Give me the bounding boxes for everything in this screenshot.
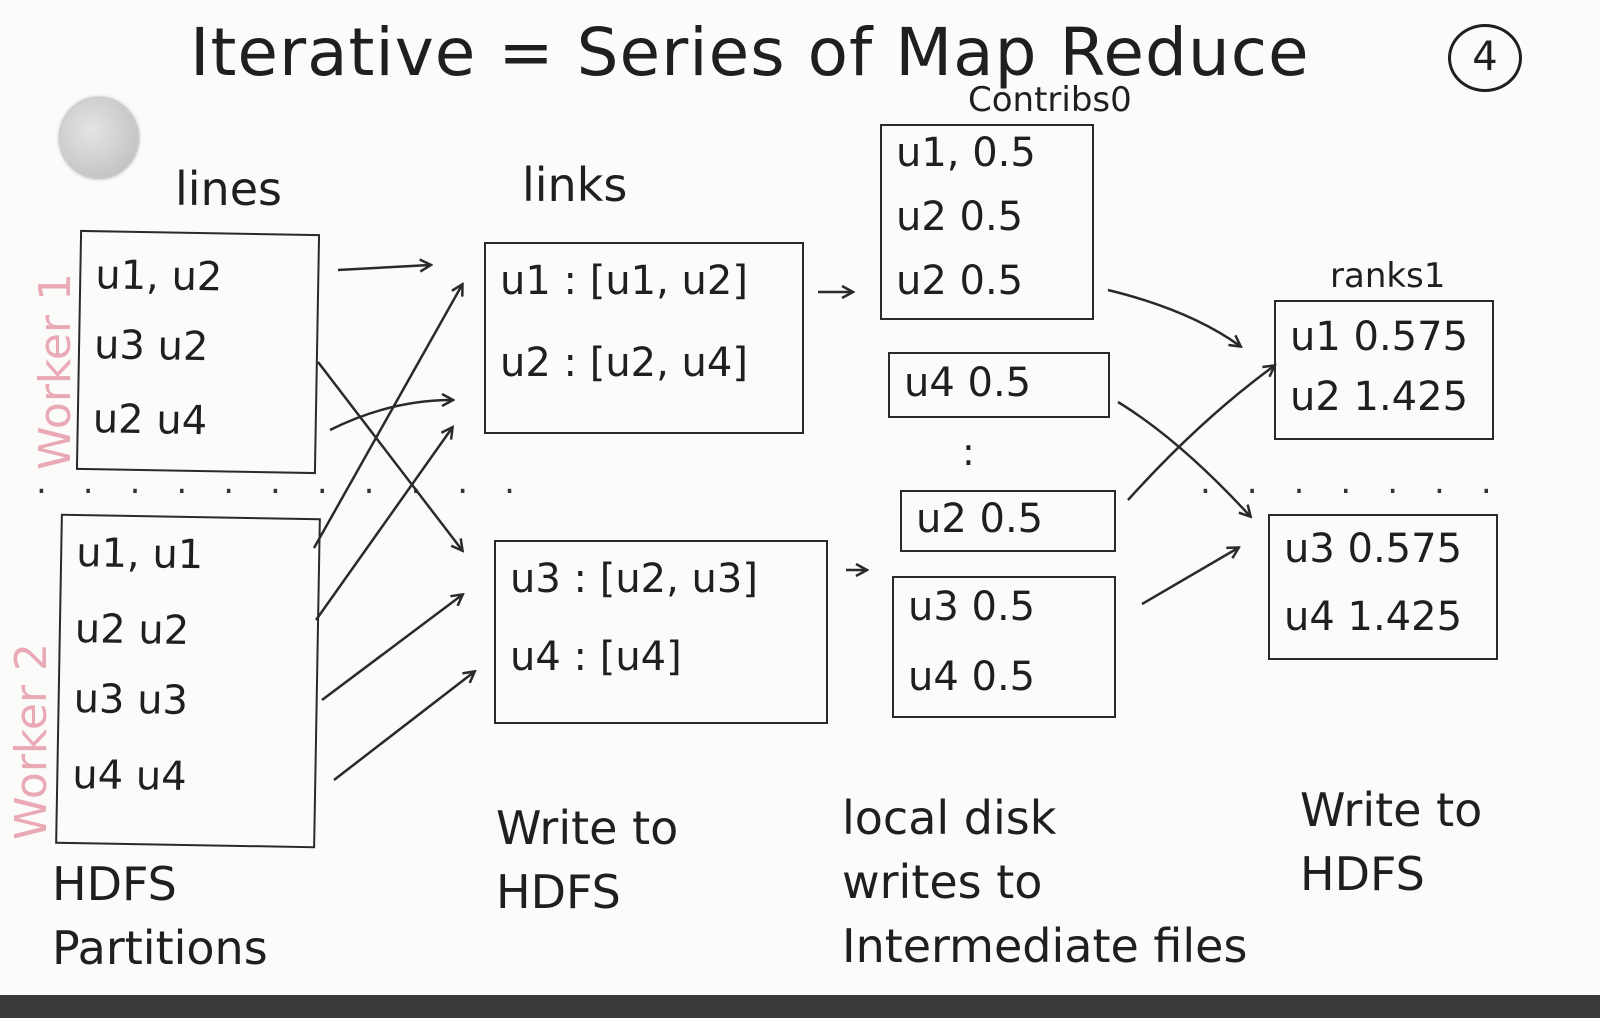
arrow	[321, 595, 462, 701]
ranks-partition-1: u1 0.575 u2 1.425	[1274, 300, 1494, 440]
arrow	[1141, 548, 1238, 606]
footer-line: HDFS	[52, 857, 177, 911]
contribs-row: u3 0.5	[908, 584, 1036, 630]
arrow	[317, 361, 462, 550]
footer-line: Write to	[1300, 783, 1483, 837]
ellipsis: :	[962, 430, 975, 474]
footer-ranks: Write to HDFS	[1300, 778, 1482, 906]
contribs-row: u2 0.5	[896, 194, 1024, 240]
worker-separator-right: .......	[1200, 462, 1528, 502]
page-title: Iterative = Series of Map Reduce	[190, 14, 1310, 91]
footer-links: Write to HDFS	[496, 796, 678, 924]
links-row: u2 : [u2, u4]	[500, 340, 748, 386]
contribs-label: Contribs0	[968, 80, 1132, 120]
links-row: u4 : [u4]	[510, 634, 682, 680]
contribs-row: u4 0.5	[904, 360, 1032, 406]
links-partition-1: u1 : [u1, u2] u2 : [u2, u4]	[484, 242, 804, 434]
paper-edge	[0, 995, 1600, 1018]
arrow	[337, 265, 430, 270]
arrow	[314, 428, 452, 621]
arrow	[312, 285, 462, 549]
punch-hole	[60, 98, 138, 178]
worker-separator-left: ...........	[36, 462, 551, 502]
page-number: 4	[1448, 24, 1522, 92]
footer-line: HDFS	[496, 865, 621, 919]
lines-label: lines	[175, 162, 282, 216]
arrow	[333, 672, 474, 781]
ranks-partition-2: u3 0.575 u4 1.425	[1268, 514, 1498, 660]
ranks-row: u2 1.425	[1290, 374, 1469, 420]
footer-contribs: local disk writes to Intermediate files	[842, 786, 1247, 978]
contribs-row: u4 0.5	[908, 654, 1036, 700]
contribs-partition-3: u2 0.5	[900, 490, 1116, 552]
ranks-row: u3 0.575	[1284, 526, 1463, 572]
links-row: u3 : [u2, u3]	[510, 556, 758, 602]
footer-line: HDFS	[1300, 847, 1425, 901]
links-label: links	[522, 158, 628, 212]
ranks-row: u1 0.575	[1290, 314, 1469, 360]
footer-line: local disk	[842, 791, 1057, 845]
contribs-row: u1, 0.5	[896, 130, 1036, 176]
arrow	[1107, 288, 1240, 346]
footer-lines: HDFS Partitions	[52, 852, 268, 980]
contribs-partition-1: u1, 0.5 u2 0.5 u2 0.5	[880, 124, 1094, 320]
arrow	[1117, 400, 1250, 516]
footer-line: Intermediate files	[842, 919, 1248, 973]
footer-line: writes to	[842, 855, 1043, 909]
contribs-partition-2: u4 0.5	[888, 352, 1110, 418]
links-row: u1 : [u1, u2]	[500, 258, 748, 304]
arrow	[329, 400, 452, 432]
arrow	[1127, 366, 1274, 501]
links-partition-2: u3 : [u2, u3] u4 : [u4]	[494, 540, 828, 724]
ranks-label: ranks1	[1330, 256, 1446, 296]
footer-line: Write to	[496, 801, 679, 855]
footer-line: Partitions	[52, 921, 268, 975]
contribs-row: u2 0.5	[896, 258, 1024, 304]
ranks-row: u4 1.425	[1284, 594, 1463, 640]
contribs-partition-4: u3 0.5 u4 0.5	[892, 576, 1116, 718]
contribs-row: u2 0.5	[916, 496, 1044, 542]
